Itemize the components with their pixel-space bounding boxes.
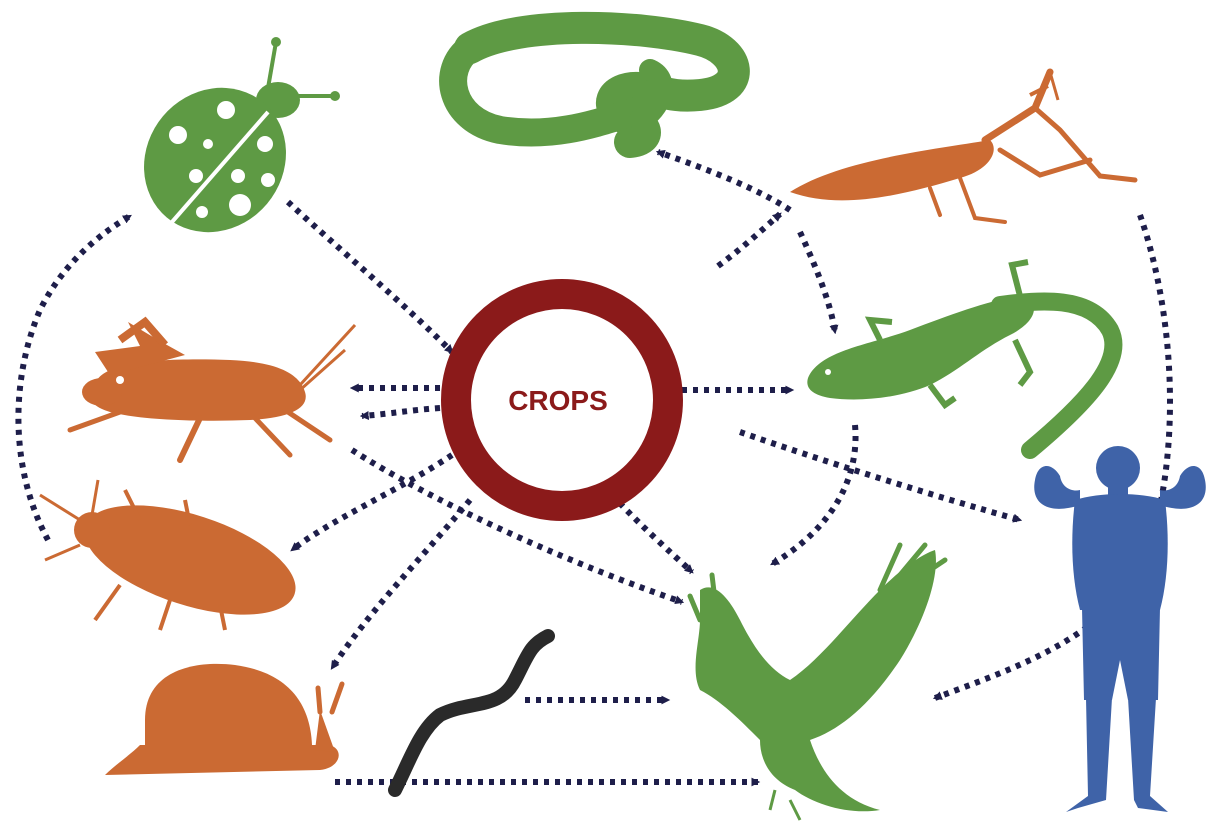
bird-icon	[690, 545, 945, 820]
mantis-icon	[790, 72, 1135, 222]
arrow-grasshopper-to-crops	[362, 408, 440, 416]
arrow-crops-to-bird	[612, 495, 692, 572]
crops-node: CROPS	[456, 294, 668, 506]
arrow-crops-to-human	[740, 432, 1020, 520]
ladybug-icon	[115, 37, 340, 261]
worm-icon	[395, 636, 548, 790]
snail-icon	[105, 664, 342, 775]
lizard-icon	[807, 262, 1113, 450]
arrow-ladybug-to-crops	[288, 202, 452, 352]
aphid-icon	[40, 480, 309, 637]
crops-label: CROPS	[508, 385, 608, 416]
arrow-crops-to-snail	[332, 500, 470, 668]
arrow-mantis-to-snake	[658, 152, 790, 210]
arrow-mantis-to-lizard	[800, 232, 835, 332]
human-icon	[1034, 446, 1206, 812]
arrow-crops-to-aphid	[292, 455, 452, 550]
grasshopper-icon	[70, 322, 355, 460]
arrow-crops-to-mantis	[718, 214, 780, 266]
snake-icon	[453, 28, 734, 149]
